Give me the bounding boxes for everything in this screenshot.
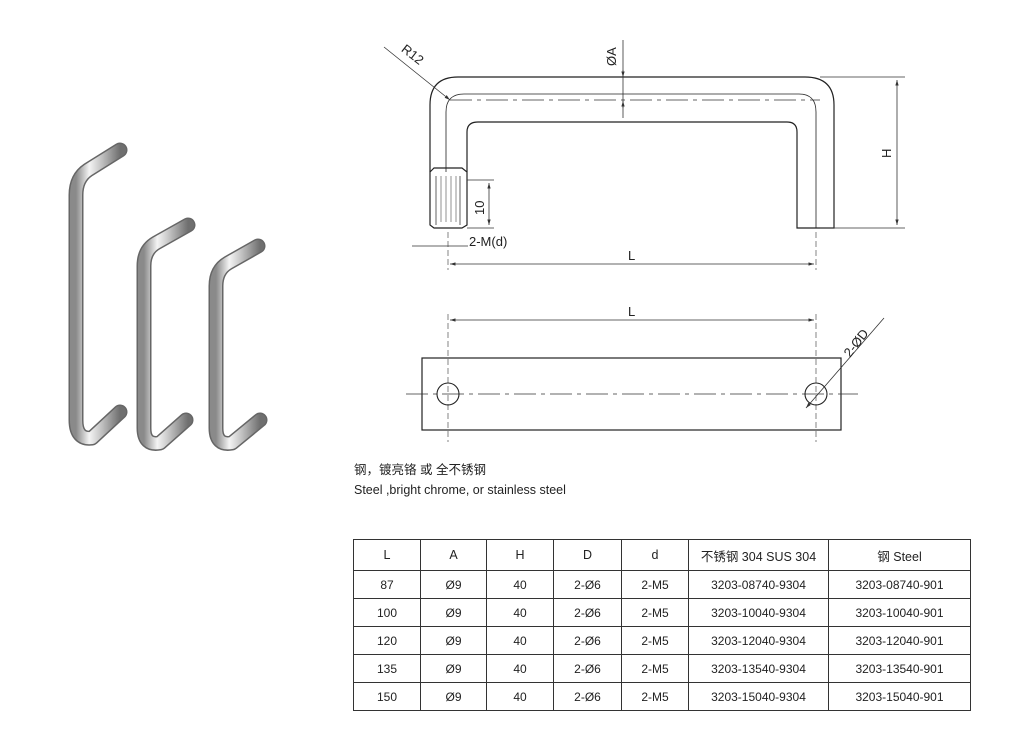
header-h: H: [486, 539, 554, 571]
cell-h: 40: [486, 626, 554, 655]
handle-side-view: [429, 76, 835, 229]
cell-a: Ø9: [420, 626, 487, 655]
dim-diameter-a: ØA: [604, 40, 625, 118]
dim-thread-label: 2-M(d): [469, 234, 507, 249]
table-row: 87 Ø9 40 2-Ø6 2-M5 3203-08740-9304 3203-…: [353, 570, 971, 599]
cell-d-hole: 2-Ø6: [553, 598, 622, 627]
dim-thread: 2-M(d): [412, 234, 507, 249]
cell-l: 150: [353, 682, 421, 711]
cell-h: 40: [486, 598, 554, 627]
cell-stainless-code: 3203-15040-9304: [688, 682, 829, 711]
cell-d-hole: 2-Ø6: [553, 682, 622, 711]
cell-stainless-code: 3203-08740-9304: [688, 570, 829, 599]
dim-length-top: L: [450, 304, 814, 322]
dim-thread-depth: 10: [467, 179, 494, 229]
cell-h: 40: [486, 682, 554, 711]
handle-photo-large: [68, 142, 128, 446]
cell-steel-code: 3203-08740-901: [828, 570, 971, 599]
spec-table: L A H D d 不锈钢 304 SUS 304 钢 Steel 87 Ø9 …: [353, 539, 971, 711]
cell-steel-code: 3203-10040-901: [828, 598, 971, 627]
cell-stainless-code: 3203-10040-9304: [688, 598, 829, 627]
cell-d-hole: 2-Ø6: [553, 626, 622, 655]
cell-d-hole: 2-Ø6: [553, 654, 622, 683]
cell-d-thread: 2-M5: [621, 570, 689, 599]
cell-steel-code: 3203-15040-901: [828, 682, 971, 711]
cell-a: Ø9: [420, 654, 487, 683]
table-row: 135 Ø9 40 2-Ø6 2-M5 3203-13540-9304 3203…: [353, 654, 971, 683]
cell-a: Ø9: [420, 682, 487, 711]
dim-diameter-label: ØA: [604, 47, 619, 66]
cell-l: 120: [353, 626, 421, 655]
header-d-thread: d: [621, 539, 689, 571]
dim-radius-label: R12: [399, 41, 427, 68]
header-steel: 钢 Steel: [828, 539, 971, 571]
cell-d-thread: 2-M5: [621, 682, 689, 711]
cell-l: 87: [353, 570, 421, 599]
dim-thread-depth-label: 10: [472, 201, 487, 215]
material-caption-cn: 钢，镀亮铬 或 全不锈钢: [354, 463, 486, 477]
cell-d-hole: 2-Ø6: [553, 570, 622, 599]
header-d-hole: D: [553, 539, 622, 571]
material-caption-en: Steel ,bright chrome, or stainless steel: [354, 483, 566, 497]
cell-l: 100: [353, 598, 421, 627]
header-a: A: [420, 539, 487, 571]
table-row: 100 Ø9 40 2-Ø6 2-M5 3203-10040-9304 3203…: [353, 598, 971, 627]
handle-photo-small: [208, 238, 268, 451]
cell-steel-code: 3203-13540-901: [828, 654, 971, 683]
header-stainless: 不锈钢 304 SUS 304: [688, 539, 829, 571]
dim-height-label: H: [879, 149, 894, 158]
handle-photo-medium: [136, 217, 196, 451]
dim-length-side-label: L: [628, 248, 635, 263]
cell-h: 40: [486, 654, 554, 683]
dim-radius: R12: [383, 41, 451, 101]
dim-holes: 2-ØD: [805, 317, 885, 409]
header-l: L: [353, 539, 421, 571]
cell-a: Ø9: [420, 598, 487, 627]
cell-stainless-code: 3203-12040-9304: [688, 626, 829, 655]
cell-d-thread: 2-M5: [621, 626, 689, 655]
cell-h: 40: [486, 570, 554, 599]
dim-length-side: L: [447, 232, 817, 270]
table-header-row: L A H D d 不锈钢 304 SUS 304 钢 Steel: [353, 539, 971, 571]
handle-top-view: [406, 314, 858, 442]
cell-d-thread: 2-M5: [621, 598, 689, 627]
dim-height: H: [820, 76, 905, 229]
cell-a: Ø9: [420, 570, 487, 599]
cell-steel-code: 3203-12040-901: [828, 626, 971, 655]
cell-l: 135: [353, 654, 421, 683]
dim-length-top-label: L: [628, 304, 635, 319]
table-row: 120 Ø9 40 2-Ø6 2-M5 3203-12040-9304 3203…: [353, 626, 971, 655]
cell-stainless-code: 3203-13540-9304: [688, 654, 829, 683]
dim-holes-label: 2-ØD: [841, 326, 872, 360]
cell-d-thread: 2-M5: [621, 654, 689, 683]
table-row: 150 Ø9 40 2-Ø6 2-M5 3203-15040-9304 3203…: [353, 682, 971, 711]
